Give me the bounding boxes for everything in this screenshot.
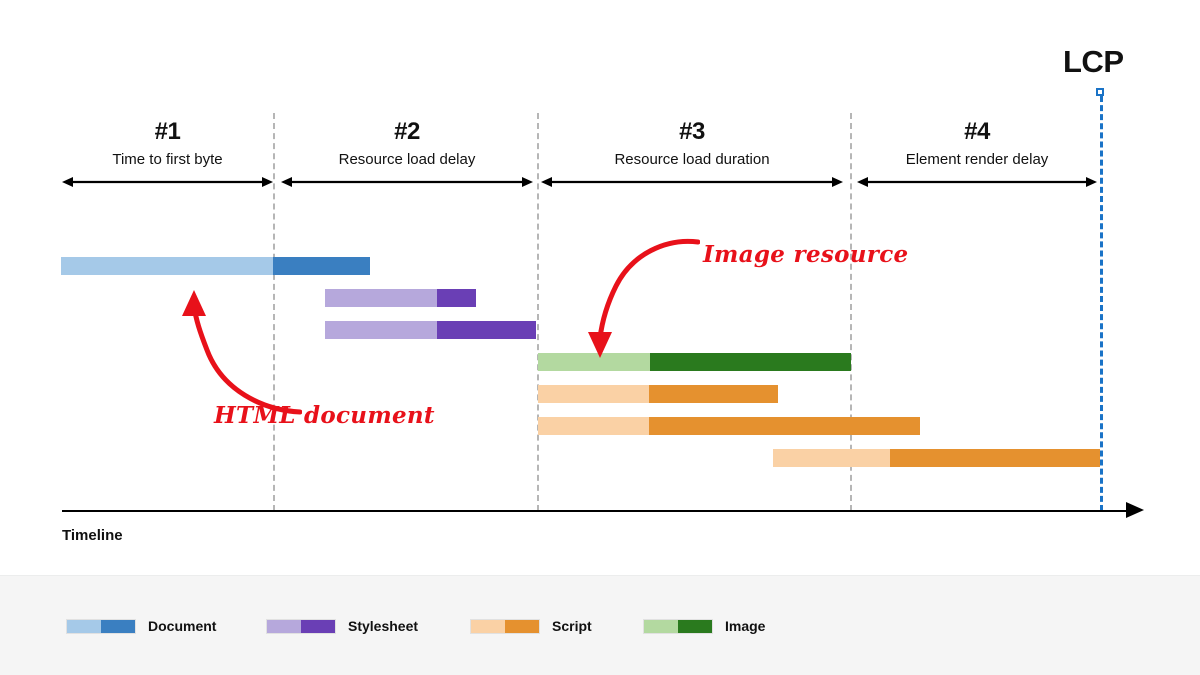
bar-script-3 [773, 449, 1100, 467]
bar-segment-duration [890, 449, 1100, 467]
image-resource-annotation-arrow [580, 234, 701, 364]
phase-4-label: Element render delay [905, 151, 1049, 168]
swatch-dark [678, 619, 712, 633]
phase-2-number: #2 [394, 118, 420, 145]
legend-label-script: Script [552, 618, 592, 634]
bar-segment-duration [649, 385, 778, 403]
legend-item-script: Script [470, 617, 592, 635]
legend-item-image: Image [643, 617, 765, 635]
phase-3-number: #3 [679, 118, 705, 145]
bar-script-2 [538, 417, 920, 435]
legend-item-document: Document [66, 617, 216, 635]
swatch-dark [505, 619, 539, 633]
html-document-annotation-text: HTML document [214, 402, 435, 429]
phase-2: #2 Resource load delay [281, 118, 533, 171]
swatch-light [471, 619, 505, 633]
phase-1-arrow [62, 175, 273, 189]
bar-segment-delay [773, 449, 890, 467]
phase-1-number: #1 [154, 118, 181, 145]
phase-1-label: Time to first byte [112, 151, 223, 168]
phase-2-label: Resource load delay [338, 151, 476, 168]
gridline-2 [537, 113, 539, 511]
legend-swatch-image [643, 618, 713, 634]
bar-segment-delay [538, 353, 650, 371]
swatch-light [67, 619, 101, 633]
legend-swatch-stylesheet [266, 618, 336, 634]
bar-segment-duration [273, 257, 370, 275]
timeline-axis-line [62, 510, 1130, 512]
image-resource-annotation-text: Image resource [703, 241, 909, 268]
legend: Document Stylesheet Script Image [0, 575, 1200, 675]
gridline-3 [850, 113, 852, 511]
legend-item-stylesheet: Stylesheet [266, 617, 418, 635]
swatch-dark [101, 619, 135, 633]
bar-segment-duration [650, 353, 851, 371]
bar-script-1 [538, 385, 778, 403]
timeline-axis-label: Timeline [62, 527, 123, 544]
lcp-marker-square [1096, 88, 1104, 96]
phase-4: #4 Element render delay [857, 118, 1097, 171]
swatch-light [267, 619, 301, 633]
phase-3: #3 Resource load duration [541, 118, 843, 171]
bar-segment-duration [437, 321, 536, 339]
legend-label-image: Image [725, 618, 766, 634]
bar-segment-delay [61, 257, 273, 275]
bar-segment-delay [538, 417, 649, 435]
phase-3-label: Resource load duration [614, 151, 770, 168]
html-document-annotation-arrow [112, 290, 303, 420]
phase-1: #1 Time to first byte [62, 118, 273, 171]
plot-area: LCP #1 Time to first byte #2 Resource lo… [61, 44, 1144, 544]
swatch-light [644, 619, 678, 633]
lcp-label: LCP [1063, 44, 1124, 79]
bar-segment-delay [325, 289, 437, 307]
timeline-axis-arrowhead [1126, 502, 1144, 523]
legend-swatch-document [66, 618, 136, 634]
bar-stylesheet-1 [325, 289, 476, 307]
bar-segment-duration [649, 417, 920, 435]
phase-3-arrow [541, 175, 843, 189]
bar-segment-duration [437, 289, 476, 307]
legend-label-document: Document [148, 618, 217, 634]
gridline-1 [273, 113, 275, 511]
phase-4-arrow [857, 175, 1097, 189]
bar-segment-delay [538, 385, 649, 403]
legend-swatch-script [470, 618, 540, 634]
phase-4-number: #4 [964, 118, 990, 145]
bar-document-1 [61, 257, 370, 275]
lcp-vertical-line [1100, 96, 1103, 511]
bar-image-1 [538, 353, 851, 371]
phase-2-arrow [281, 175, 533, 189]
legend-label-stylesheet: Stylesheet [348, 618, 419, 634]
swatch-dark [301, 619, 335, 633]
bar-segment-delay [325, 321, 437, 339]
bar-stylesheet-2 [325, 321, 536, 339]
